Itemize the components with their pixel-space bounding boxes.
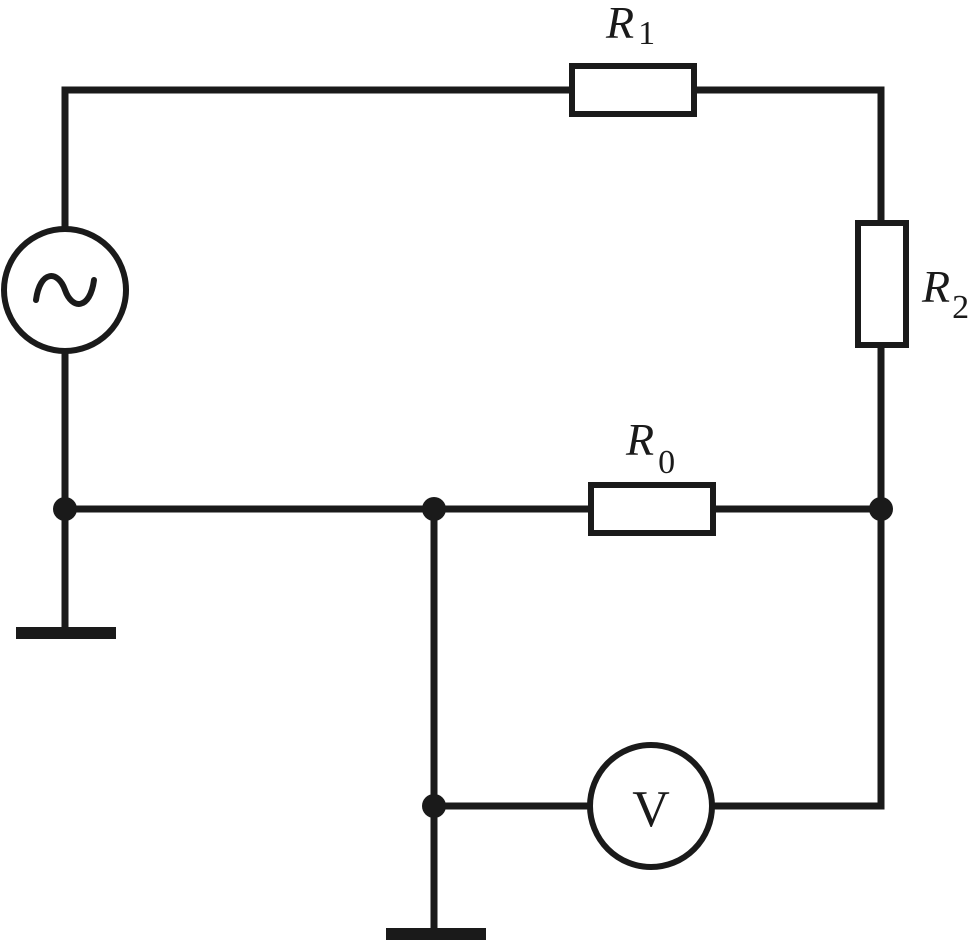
voltmeter-label: V: [632, 781, 670, 838]
voltmeter: V: [587, 742, 715, 870]
ac-source: [1, 226, 129, 354]
resistor-r1-symbol: R: [605, 0, 634, 48]
junction-bottom: [422, 794, 446, 818]
resistor-r2-body: [855, 220, 909, 348]
resistor-r2: R2: [855, 220, 969, 348]
resistor-r2-label: R2: [921, 261, 969, 326]
resistor-r0-body: [588, 482, 716, 536]
grounds: [16, 627, 486, 940]
resistor-r2-symbol: R: [921, 261, 950, 312]
left-ground-icon: [16, 627, 116, 639]
bottom-ground-icon: [386, 928, 486, 940]
junction-right: [869, 497, 893, 521]
junctions: [53, 497, 893, 818]
resistor-r2-subscript: 2: [952, 289, 969, 326]
wires: [61, 86, 885, 936]
wire-top-right: [690, 86, 885, 227]
wire-top-left: [61, 86, 576, 232]
sine-wave-icon: [33, 273, 97, 307]
wire-voltmeter-right: [708, 505, 885, 810]
resistor-r1-subscript: 1: [638, 15, 655, 52]
resistor-r0-subscript: 0: [658, 444, 675, 481]
voltmeter-circle: [587, 742, 715, 870]
resistor-r1-body: [569, 63, 697, 117]
resistor-r0-symbol: R: [625, 414, 654, 465]
junction-left: [53, 497, 77, 521]
junction-center: [422, 497, 446, 521]
